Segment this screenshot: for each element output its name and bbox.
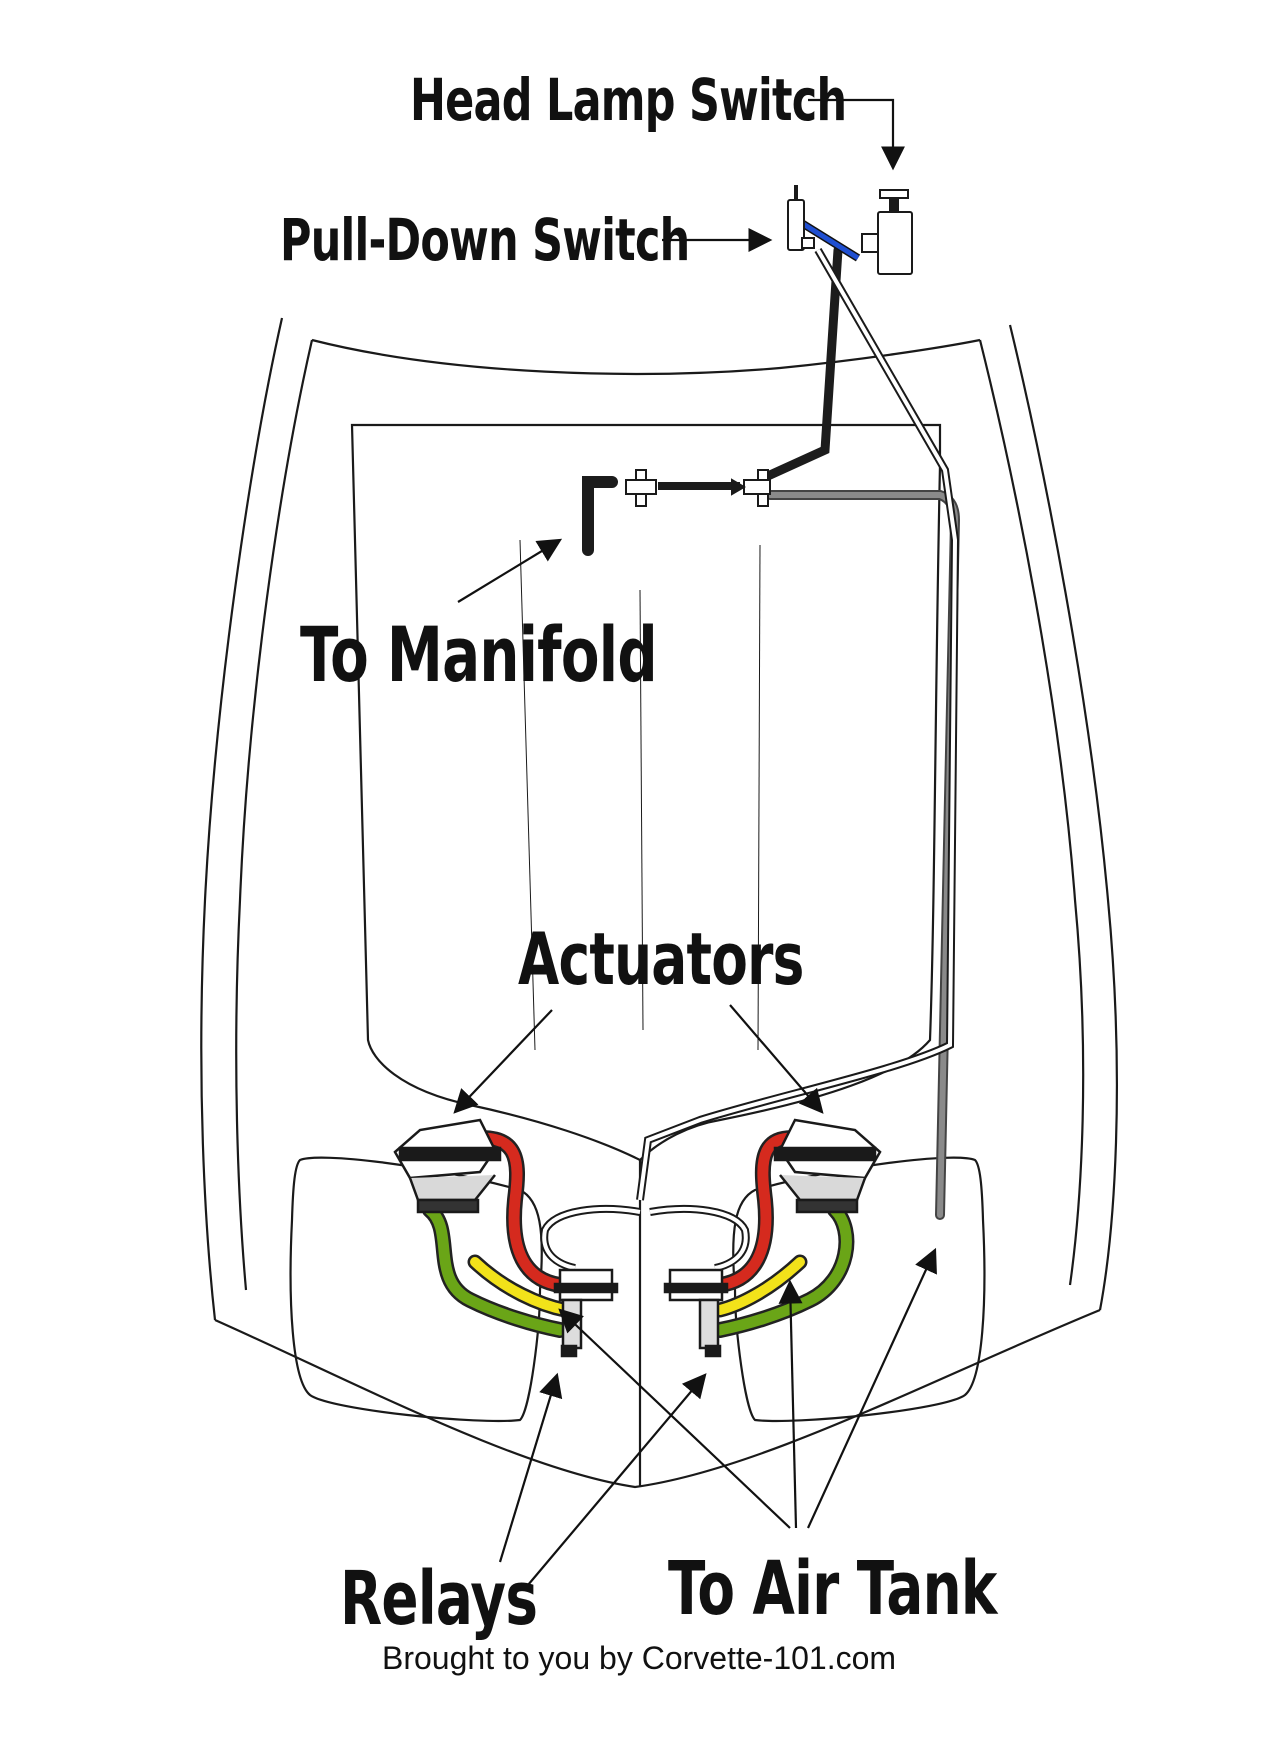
arrow-relay-right <box>527 1373 707 1586</box>
left-actuator <box>393 1118 502 1214</box>
credit-line: Brought to you by Corvette-101.com <box>382 1640 897 1676</box>
head-lamp-switch <box>861 189 913 275</box>
arrow-actuator-left <box>453 1009 553 1114</box>
arrow-relay-left <box>498 1372 563 1563</box>
right-actuator <box>773 1118 882 1214</box>
left-fender-outer <box>200 317 284 1321</box>
gray-hose-to-air-tank <box>765 490 961 1220</box>
left-colored-hoses <box>422 1130 573 1338</box>
hood-crease-right <box>757 544 761 1051</box>
arrow-head-lamp-switch <box>808 98 905 171</box>
black-hose-switch-to-tee <box>765 245 843 480</box>
white-supply-hose <box>540 248 960 1272</box>
hood-panel <box>350 423 942 1162</box>
right-fender-inner <box>978 339 1085 1286</box>
front-nose <box>214 1308 1101 1489</box>
hood-crease-mid <box>639 589 644 1031</box>
car-body-outline <box>200 317 1118 1489</box>
left-fender-inner <box>235 339 314 1291</box>
right-colored-hoses <box>712 1130 855 1338</box>
arrow-air-tank-to-gray-hose <box>806 1247 937 1529</box>
label-head-lamp-switch: Head Lamp Switch <box>410 66 847 134</box>
arrow-air-tank-to-right-hoses <box>778 1279 803 1529</box>
right-relay <box>663 1268 729 1358</box>
label-pull-down-switch: Pull-Down Switch <box>280 206 690 274</box>
arrow-air-tank-to-left-hoses <box>558 1308 791 1529</box>
black-hose-manifold-stub <box>582 476 618 556</box>
arrow-to-manifold <box>457 538 563 603</box>
inline-valve-right <box>731 469 771 507</box>
label-to-manifold: To Manifold <box>300 610 658 699</box>
label-to-air-tank: To Air Tank <box>668 1546 997 1632</box>
right-fender-outer <box>1008 324 1118 1311</box>
cowl-line <box>311 338 981 375</box>
pull-down-switch <box>787 185 815 251</box>
callout-arrows <box>453 98 937 1586</box>
label-actuators: Actuators <box>518 917 804 1001</box>
arrow-actuator-right <box>729 1004 824 1114</box>
inline-valve-left <box>625 469 657 507</box>
hood-crease-left <box>519 539 536 1051</box>
label-relays: Relays <box>340 1556 538 1642</box>
